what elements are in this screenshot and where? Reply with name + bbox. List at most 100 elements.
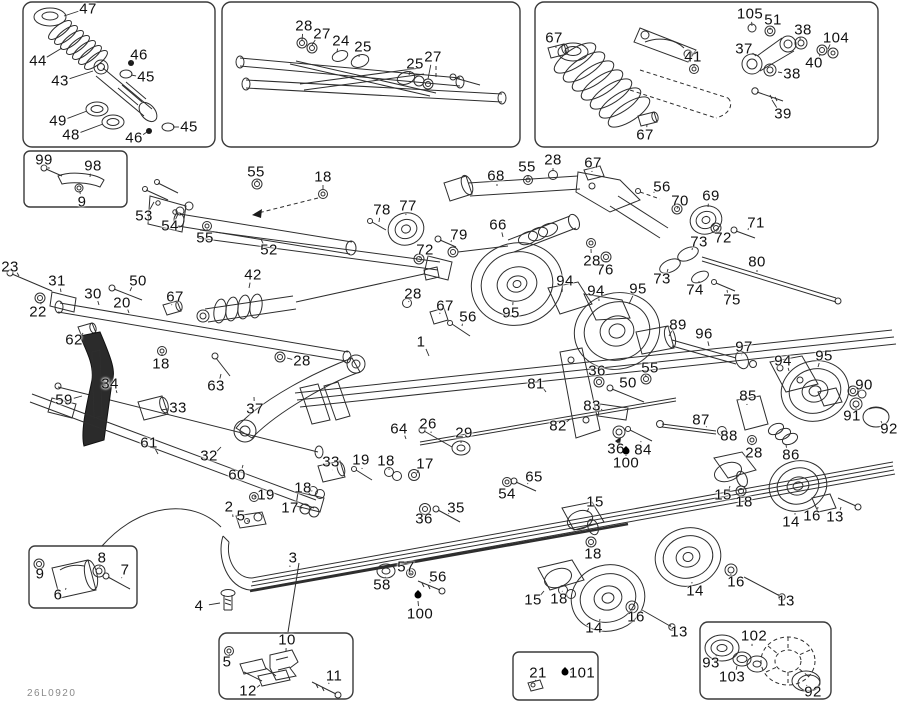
leader-line-4 xyxy=(209,603,220,605)
part-label-7: 7 xyxy=(121,562,130,579)
part-label-23: 23 xyxy=(1,259,19,276)
part-label-18: 18 xyxy=(735,494,753,511)
part-label-58: 58 xyxy=(373,577,391,594)
part-label-72: 72 xyxy=(416,242,434,259)
part-label-46: 46 xyxy=(125,130,143,147)
part-label-43: 43 xyxy=(51,73,69,90)
part-label-53: 53 xyxy=(135,208,153,225)
part-label-33: 33 xyxy=(322,454,340,471)
part-label-11: 11 xyxy=(326,668,342,685)
part-label-32: 32 xyxy=(200,448,218,465)
part-label-70: 70 xyxy=(671,193,689,210)
part-label-14: 14 xyxy=(782,514,800,531)
part-label-67: 67 xyxy=(166,289,184,306)
part-label-67: 67 xyxy=(584,155,602,172)
part-label-103: 103 xyxy=(719,669,745,686)
part-label-35: 35 xyxy=(447,500,465,517)
part-label-9: 9 xyxy=(78,194,87,211)
part-label-28: 28 xyxy=(583,253,601,270)
leader-line-12 xyxy=(257,685,260,687)
part-label-92: 92 xyxy=(804,684,822,701)
part-label-6: 6 xyxy=(54,587,63,604)
part-label-9: 9 xyxy=(36,566,45,583)
leader-line-49 xyxy=(67,111,87,118)
part-label-55: 55 xyxy=(518,159,536,176)
part-label-28: 28 xyxy=(404,286,422,303)
part-label-17: 17 xyxy=(281,500,299,517)
part-label-82: 82 xyxy=(549,418,567,435)
part-label-18: 18 xyxy=(314,169,332,186)
part-label-2: 2 xyxy=(225,499,234,516)
part-label-15: 15 xyxy=(524,592,542,609)
part-label-47: 47 xyxy=(79,1,97,18)
leader-line-59 xyxy=(74,396,82,398)
part-label-54: 54 xyxy=(498,486,516,503)
part-label-48: 48 xyxy=(62,127,80,144)
part-label-87: 87 xyxy=(692,412,710,429)
part-label-95: 95 xyxy=(502,305,520,322)
part-label-68: 68 xyxy=(487,168,505,185)
leader-line-47 xyxy=(64,11,78,16)
part-label-14: 14 xyxy=(686,583,704,600)
part-label-73: 73 xyxy=(690,234,708,251)
part-label-98: 98 xyxy=(84,158,102,175)
part-label-44: 44 xyxy=(29,53,47,70)
part-label-27: 27 xyxy=(424,49,442,66)
part-label-59: 59 xyxy=(55,392,73,409)
part-label-102: 102 xyxy=(741,628,767,645)
part-label-20: 20 xyxy=(113,295,131,312)
part-label-10: 10 xyxy=(278,632,296,649)
leader-line-83 xyxy=(601,409,602,410)
part-label-37: 37 xyxy=(735,41,753,58)
part-label-51: 51 xyxy=(764,12,782,29)
part-label-45: 45 xyxy=(137,69,155,86)
part-label-83: 83 xyxy=(583,398,601,415)
leader-line-27 xyxy=(428,65,431,79)
leader-line-44 xyxy=(47,48,62,57)
leader-line-28 xyxy=(302,34,303,40)
part-label-19: 19 xyxy=(257,487,275,504)
leader-line-1 xyxy=(426,349,429,356)
part-label-18: 18 xyxy=(584,546,602,563)
part-label-101: 101 xyxy=(569,665,595,682)
part-label-99: 99 xyxy=(35,152,53,169)
part-label-71: 71 xyxy=(747,215,765,232)
part-label-77: 77 xyxy=(399,198,417,215)
part-label-100: 100 xyxy=(407,606,433,623)
part-label-94: 94 xyxy=(774,353,792,370)
part-label-40: 40 xyxy=(805,55,823,72)
part-label-63: 63 xyxy=(207,378,225,395)
part-label-18: 18 xyxy=(152,356,170,373)
part-label-15: 15 xyxy=(714,487,732,504)
part-label-66: 66 xyxy=(489,217,507,234)
part-label-55: 55 xyxy=(196,230,214,247)
part-label-104: 104 xyxy=(823,30,849,47)
part-label-28: 28 xyxy=(745,445,763,462)
part-label-78: 78 xyxy=(373,202,391,219)
part-label-39: 39 xyxy=(774,106,792,123)
part-label-4: 4 xyxy=(195,598,204,615)
part-label-56: 56 xyxy=(459,309,477,326)
part-label-13: 13 xyxy=(670,624,688,641)
part-label-67: 67 xyxy=(545,30,563,47)
part-label-25: 25 xyxy=(406,56,424,73)
part-label-16: 16 xyxy=(727,574,745,591)
drawing-code: 26L0920 xyxy=(27,688,76,699)
part-label-55: 55 xyxy=(641,360,659,377)
part-label-12: 12 xyxy=(239,683,257,700)
part-label-81: 81 xyxy=(527,376,545,393)
leader-line-46 xyxy=(143,132,147,135)
part-label-18: 18 xyxy=(377,453,395,470)
part-label-36: 36 xyxy=(588,363,606,380)
leader-line-28 xyxy=(287,358,292,359)
part-label-26: 26 xyxy=(419,416,437,433)
part-label-67: 67 xyxy=(436,298,454,315)
part-label-15: 15 xyxy=(586,494,604,511)
part-label-100: 100 xyxy=(613,455,639,472)
part-label-37: 37 xyxy=(246,401,264,418)
part-label-31: 31 xyxy=(48,273,66,290)
part-label-38: 38 xyxy=(783,66,801,83)
part-label-50: 50 xyxy=(619,375,637,392)
part-label-92: 92 xyxy=(880,421,898,438)
